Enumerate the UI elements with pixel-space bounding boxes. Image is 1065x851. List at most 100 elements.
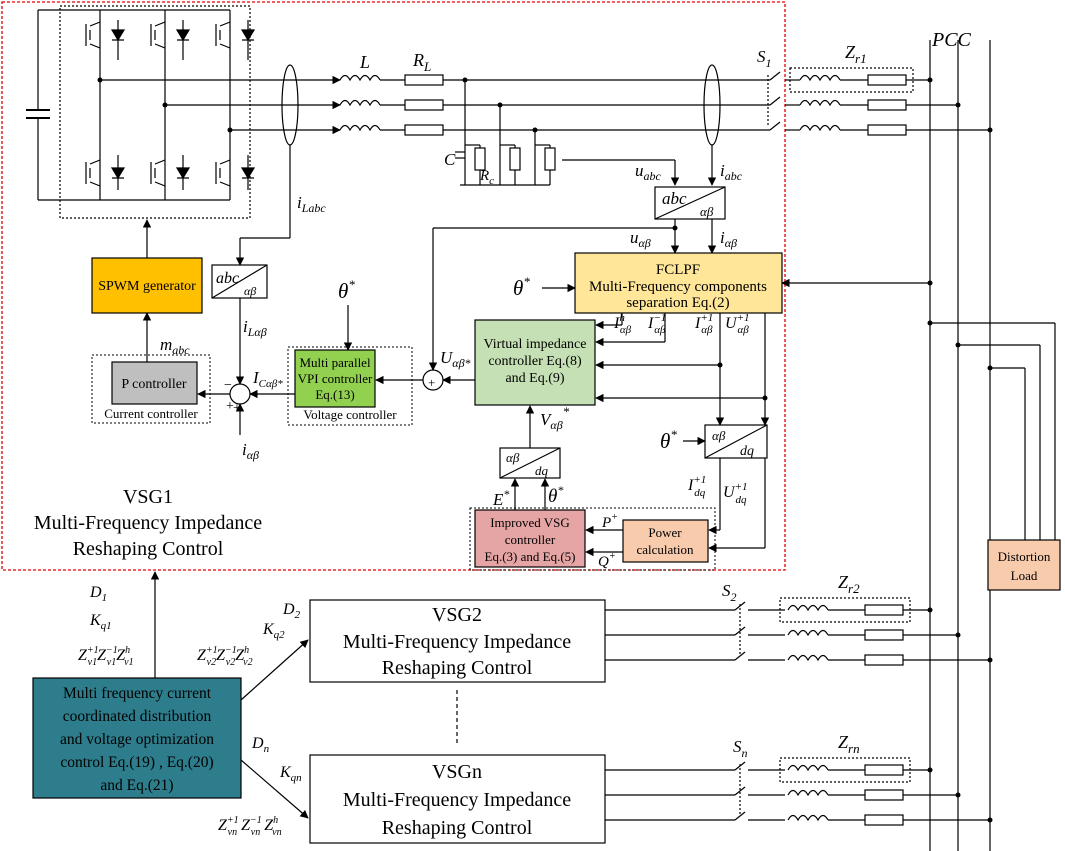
switch1-label: S1: [757, 47, 772, 70]
ab-left: αβ: [244, 284, 256, 298]
ialphabeta-label: iαβ: [720, 228, 737, 250]
dq-mid: dq: [535, 463, 549, 478]
kqn-label: Kqn: [279, 764, 302, 784]
ab-top: αβ: [700, 204, 714, 219]
fclpf-line3: separation Eq.(2): [626, 295, 729, 311]
vsg2-l3: Reshaping Control: [382, 657, 533, 679]
spwm-label: SPWM generator: [98, 279, 196, 294]
vpi-l2: VPI controller: [298, 371, 373, 386]
vsg1-l1: VSG1: [123, 486, 173, 508]
vsgn-l1: VSGn: [432, 761, 482, 783]
ialphabeta-bottom: iαβ: [242, 440, 259, 462]
pctrl-label: P controller: [121, 377, 187, 392]
current-controller-frame: [91, 354, 211, 424]
ab-dq-transform-right: [704, 424, 768, 459]
junction-dots: [97, 77, 993, 823]
vpi-controller-block: [294, 349, 376, 408]
mfc-l1: Multi frequency current: [63, 685, 212, 702]
rc-label: Rc: [479, 168, 494, 187]
mfc-l5: and Eq.(21): [100, 777, 173, 794]
vsg-l1: Improved VSG: [490, 515, 570, 530]
d2-label: D2: [282, 601, 301, 621]
sum-plus2: +: [233, 401, 241, 416]
vsg1-l3: Reshaping Control: [73, 538, 224, 560]
vsgn-l2: Multi-Frequency Impedance: [343, 789, 571, 811]
vsum-plus: +: [428, 375, 435, 390]
distortion-load-block: [987, 539, 1061, 591]
fclpf-line2: Multi-Frequency components: [589, 279, 767, 295]
theta-vpi: θ*: [338, 277, 355, 303]
vsg2-l2: Multi-Frequency Impedance: [343, 631, 571, 653]
abc-ab-transform-top: [654, 186, 726, 220]
vi-l1: Virtual impedance: [484, 337, 587, 352]
ab-right: αβ: [712, 428, 726, 443]
dq-right: dq: [740, 444, 754, 459]
vsg2-l1: VSG2: [432, 604, 482, 626]
sn-label: Sn: [733, 737, 748, 760]
p-plus-label: P+: [601, 512, 618, 531]
q-plus-label: Q+: [598, 551, 616, 570]
mabc-label: mabc: [160, 335, 190, 357]
abc-left: abc: [216, 270, 239, 287]
mfc-l2: coordinated distribution: [63, 708, 212, 725]
abc-top: abc: [662, 189, 687, 208]
virtual-impedance-block: [474, 319, 596, 406]
vi-l3: and Eq.(9): [505, 371, 564, 386]
zr2-label: Zr2: [838, 572, 860, 596]
zr1-label: Zr1: [845, 42, 867, 66]
resistor-label: RL: [412, 50, 431, 74]
theta-fclpf: θ*: [513, 274, 530, 300]
vab-label: Vαβ*: [540, 404, 570, 432]
power-calc-block: [622, 519, 709, 563]
uabc-label: uabc: [635, 161, 662, 183]
inverter-bridge: [26, 5, 256, 219]
theta-dq: θ*: [660, 427, 677, 453]
ab-dq-transform-mid: [499, 447, 561, 479]
control-wiring: [142, 145, 1056, 826]
zrn-label: Zrn: [838, 732, 860, 756]
e-star-label: E*: [492, 487, 509, 509]
mfc-l4: control Eq.(19) , Eq.(20): [60, 754, 213, 771]
igbt-lower: [85, 159, 256, 187]
d1-label: D1: [89, 584, 107, 604]
uab-star-label: Uαβ*: [440, 348, 471, 370]
vpi-l1: Multi parallel: [299, 355, 371, 370]
kq1-label: Kq1: [89, 612, 112, 632]
fclpf-block: [574, 252, 783, 314]
distortion-l2: Load: [1011, 568, 1038, 583]
vi-l2: controller Eq.(8): [488, 354, 582, 369]
mfc-block: [32, 677, 242, 799]
igbt-upper: [85, 21, 256, 49]
abc-ab-transform-left: [211, 264, 268, 299]
vsg-l2: controller: [505, 532, 556, 547]
vsgn-block: [309, 754, 606, 844]
theta-vsg: θ*: [548, 483, 563, 507]
vsg-group-frame: [469, 507, 716, 571]
fclpf-title: FCLPF: [656, 262, 700, 278]
icab-label: ICαβ*: [252, 368, 283, 390]
vsg2-block: [309, 599, 606, 683]
ualphabeta-label: uαβ: [630, 228, 651, 250]
vsg-l3: Eq.(3) and Eq.(5): [485, 549, 576, 564]
ab-mid: αβ: [506, 450, 520, 465]
distortion-l1: Distortion: [998, 549, 1051, 564]
iabc-label: iabc: [720, 161, 743, 183]
sum-minus: −: [224, 378, 232, 393]
curctrl-label: Current controller: [104, 406, 198, 421]
power-l1: Power: [648, 525, 682, 540]
vsg1-l2: Multi-Frequency Impedance: [34, 512, 262, 534]
ilab-label: iLαβ: [243, 317, 267, 339]
s2-label: S2: [722, 581, 737, 604]
p-controller-block: [111, 361, 198, 405]
power-l2: calculation: [636, 542, 694, 557]
ilabc-label: iLabc: [297, 193, 326, 215]
